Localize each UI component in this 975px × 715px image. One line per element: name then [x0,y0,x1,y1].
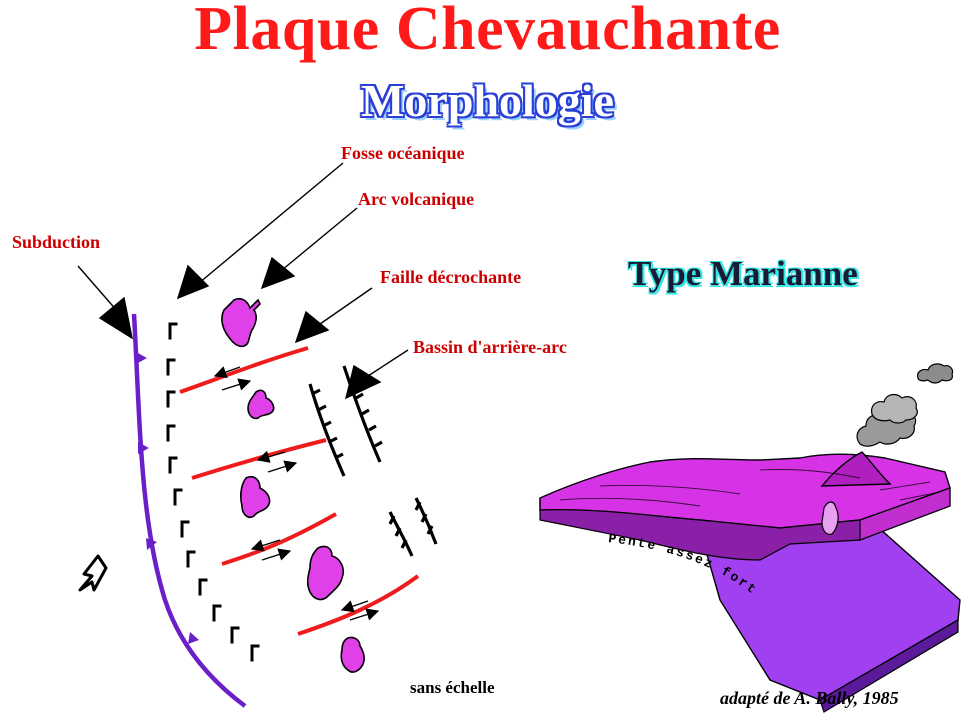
leader-lines [77,162,409,400]
hollow-arrow-icon [78,554,108,592]
fault-2 [191,438,327,480]
credit-note: adapté de A. Bally, 1985 [720,688,899,708]
subduction-front [131,313,247,708]
leader-bassin [367,349,409,377]
type-label: Type Marianne [628,254,858,293]
leader-fosse-arrowhead [176,264,210,300]
fault-1 [179,346,309,394]
leader-fosse [192,162,344,289]
label-arc: Arc volcanique [358,189,475,209]
diagram-subtitle: Morphologie [361,75,614,126]
volcano-5 [340,636,365,673]
leader-subduction-arrowhead [98,296,134,340]
volcano-1 [221,297,261,348]
volcano-2 [247,389,275,420]
label-subduction: Subduction [12,232,101,252]
leader-subduction [77,265,119,313]
label-fosse: Fosse océanique [341,143,465,163]
magma-chamber [821,501,839,535]
volcano-cone [820,451,892,487]
volcanoes [221,297,365,673]
label-bassin: Bassin d'arrière-arc [413,337,567,357]
volcano-3 [240,475,271,519]
scale-note: sans échelle [410,678,495,697]
trench-ticks [166,322,260,662]
slab-side [819,618,959,713]
leader-faille-arrowhead [294,310,330,344]
volcano-4 [306,545,345,601]
transform-faults [179,346,420,636]
back-arc-faults [308,365,438,557]
leader-faille [319,287,373,325]
leader-arc [281,207,358,271]
leader-arc-arrowhead [260,256,296,290]
label-faille: Faille décrochante [380,267,522,287]
diagram-title: Plaque Chevauchante [194,0,781,63]
fault-4 [297,574,420,636]
fault-3 [221,512,337,566]
smoke-cloud-icon [856,363,954,447]
